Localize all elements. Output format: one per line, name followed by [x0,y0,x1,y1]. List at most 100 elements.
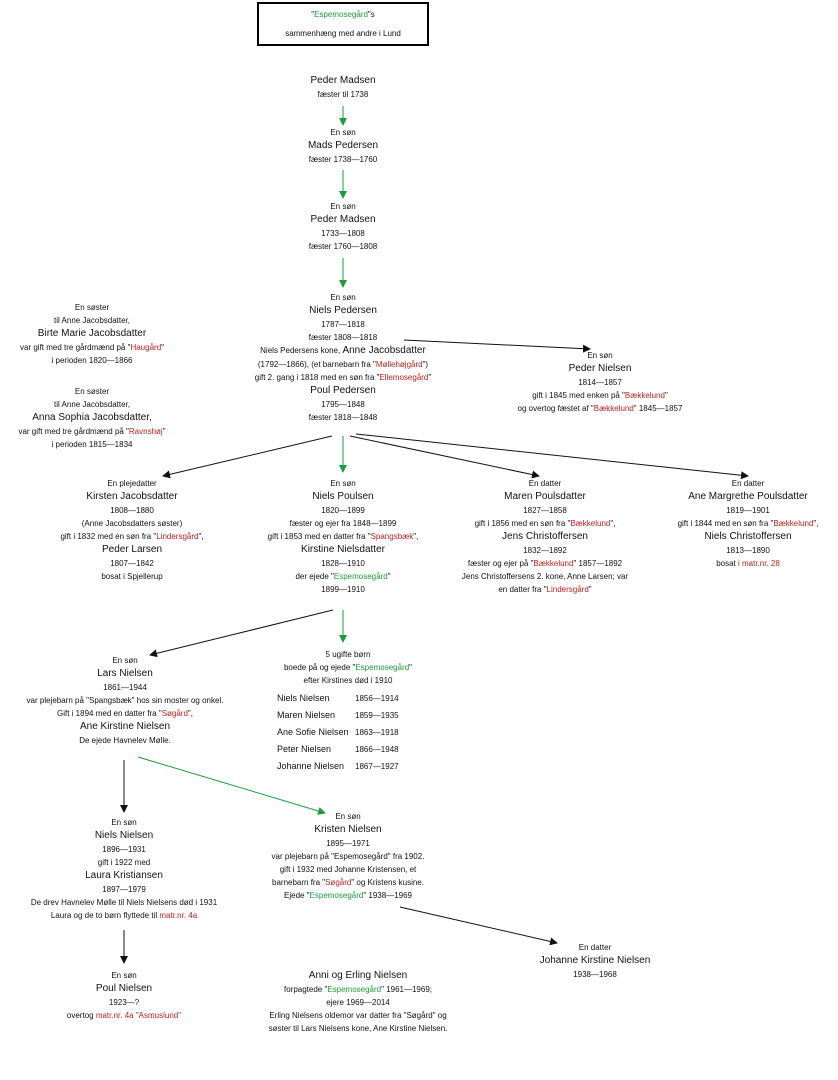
text: var gift med tre gårdmænd på " [20,343,131,352]
text: barnebarn fra " [272,878,326,887]
text: boede på og ejede " [283,663,356,672]
person-detail: 1897—1979 [102,885,146,894]
person-name: Ane Margrethe Poulsdatter [688,491,808,502]
person-detail: De ejede Havnelev Mølle. [79,736,171,745]
wife-name: Anne Jacobsdatter [342,345,426,356]
matr-link[interactable]: matr.nr. 4a [159,911,198,920]
text: gift i 1845 med enken på " [532,391,625,400]
farm-link[interactable]: Søgård [161,709,188,718]
text: " og Kristens kusine. [351,878,424,887]
person-detail: var gift med tre gårdmænd på "Ravnshøj" [2,425,182,438]
farm-link[interactable]: Spangsbæk [370,532,414,541]
farm-link[interactable]: Bækkelund [570,519,611,528]
text: var gift med tre gårdmænd på " [18,427,129,436]
person-name: Poul Nielsen [95,983,153,994]
person-detail: der ejede "Espemosegård" [253,570,433,583]
husband-name: Peder Larsen [101,544,163,555]
text: bosat [716,559,738,568]
farm-link[interactable]: Lindersgård [546,585,589,594]
person-detail: 1861—1944 [103,683,147,692]
person-detail: Erling Nielsens oldemor var datter fra "… [269,1011,447,1020]
person-detail: 1819—1901 [726,506,770,515]
text: (1792—1866), (et barnebarn fra " [257,360,376,369]
farm-link[interactable]: Søgård [325,878,352,887]
farm-link[interactable]: Espemosegård [333,572,388,581]
person-detail: gift i 1832 med en søn fra "Lindersgård"… [42,530,222,543]
person-name: Peder Madsen [310,214,376,225]
farm-link[interactable]: Espemosegård [327,985,382,994]
person-detail: 1895—1971 [326,839,370,848]
arrow-to-kirsten [162,435,333,479]
wife-name: Kirstine Nielsdatter [301,544,385,555]
person-gen1: Peder Madsen fæster til 1738 [263,74,423,101]
arrow-to-johanne [399,906,558,946]
text: gift i 1832 med en søn fra " [60,532,157,541]
person-detail: var plejebarn på "Espemosegård" fra 1902… [271,852,425,861]
farm-link[interactable]: Haugård [130,343,162,352]
text: og overtog fæstet af " [517,404,594,413]
relation-label: En søn [330,202,356,211]
relation-label: En søn [330,128,356,137]
person-detail: gift i 1844 med en søn fra "Bækkelund", [660,517,836,530]
farm-link[interactable]: Møllehøjgård [375,360,423,369]
matr-link[interactable]: matr.nr. 4a "Asmuslund" [95,1011,182,1020]
person-name: Lars Nielsen [97,668,153,679]
farm-link[interactable]: Bækkelund [533,559,574,568]
relation-label: En søster [74,387,110,396]
farm-link[interactable]: Bækkelund [624,391,665,400]
person-detail: overtog matr.nr. 4a "Asmuslund" [44,1009,204,1022]
relation-label: En søn [112,656,138,665]
relation-label: En søn [335,812,361,821]
person-name: Johanne Kirstine Nielsen [539,955,651,966]
person-name: Anni og Erling Nielsen [308,970,408,981]
person-detail: fæster 1808—1818 [308,333,378,342]
arrow-to-maren [349,435,540,479]
farm-link[interactable]: Bækkelund [773,519,814,528]
person-detail: 1896—1931 [102,845,146,854]
person-detail: var gift med tre gårdmænd på "Haugård" [2,341,182,354]
text: Ejede " [284,891,310,900]
person-detail: bosat i matr.nr. 28 [660,557,836,570]
farm-link[interactable]: Espemosegård [309,891,364,900]
title-farm-name: Espemosegård [314,10,368,19]
text: gift i 1853 med en datter fra " [267,532,371,541]
person-detail: fæster til 1738 [317,90,369,99]
farm-link[interactable]: Bækkelund [593,404,634,413]
matr-link[interactable]: i matr.nr. 28 [738,559,780,568]
farm-link[interactable]: Espemosegård [355,663,410,672]
person-ane-margrethe: En datter Ane Margrethe Poulsdatter 1819… [660,477,836,570]
child-years: 1859—1935 [355,711,399,720]
person-detail: 1807—1842 [110,559,154,568]
title-box: "Espemosegård"s sammenhæng med andre i L… [257,2,429,46]
person-name: Kristen Nielsen [314,824,382,835]
person-detail: 1828—1910 [321,559,365,568]
person-detail: forpagtede "Espemosegård" 1961—1969; [248,983,468,996]
person-niels-poulsen: En søn Niels Poulsen 1820—1899 fæster og… [253,477,433,596]
relation-label: En datter [578,943,612,952]
person-detail: ejere 1969—2014 [326,998,390,1007]
farm-link[interactable]: Ellemosegård [379,373,429,382]
relation-label: En plejedatter [107,479,157,488]
child-years: 1867—1927 [355,762,399,771]
person-peder-nielsen: En søn Peder Nielsen 1814—1857 gift i 18… [500,349,700,415]
text: ", [413,532,419,541]
person-detail: gift i 1856 med en søn fra "Bækkelund", [445,517,645,530]
person-detail: fæster og ejer fra 1848—1899 [289,519,397,528]
person-detail: en datter fra "Lindersgård" [445,583,645,596]
person-detail: barnebarn fra "Søgård" og Kristens kusin… [248,876,448,889]
text: gift i 1844 med en søn fra " [677,519,774,528]
farm-link[interactable]: Ravnshøj [128,427,163,436]
text: Gift i 1894 med en datter fra " [57,709,162,718]
husband-name: Niels Christoffersen [704,531,792,542]
relation-label: En søn [111,818,137,827]
person-name: Maren Poulsdatter [504,491,586,502]
text: ", [610,519,616,528]
person-detail: i perioden 1815—1834 [51,440,133,449]
person-detail: 1938—1968 [573,970,617,979]
person-detail: Gift i 1894 med en datter fra "Søgård", [15,707,235,720]
farm-link[interactable]: Lindersgård [156,532,199,541]
